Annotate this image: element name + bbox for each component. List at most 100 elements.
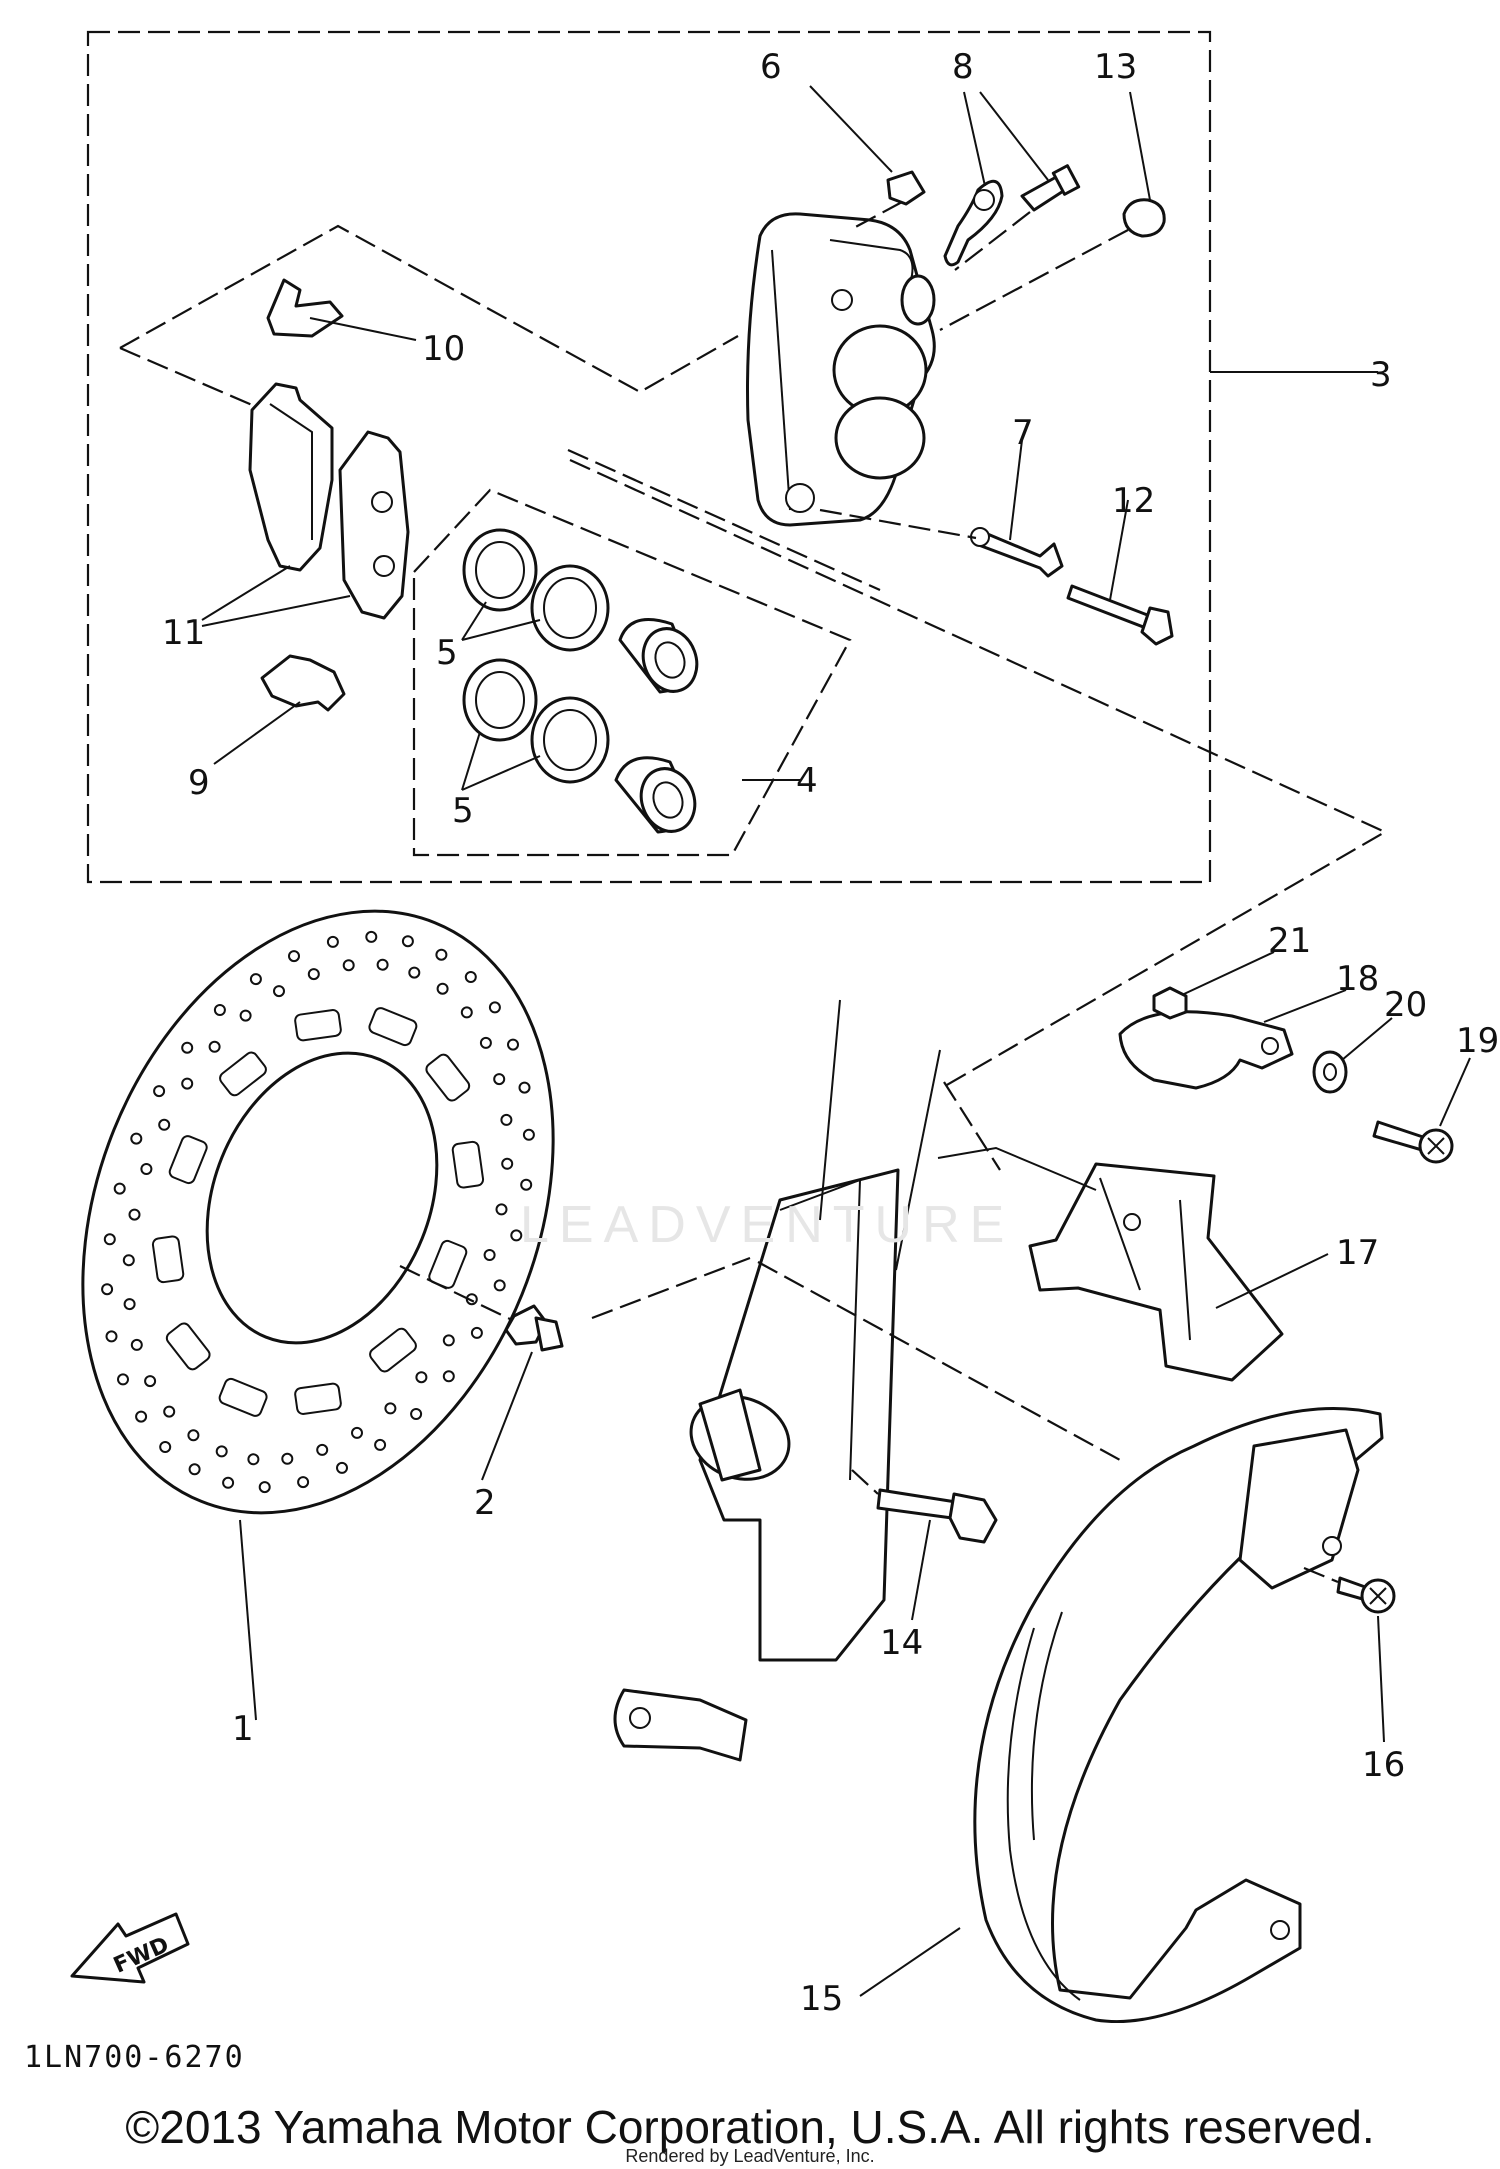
- axle-bolt: [876, 1488, 998, 1544]
- cover-screw: [1336, 1576, 1396, 1614]
- leader-9: [213, 701, 301, 765]
- caliper-fork-guide: [569, 458, 1388, 1087]
- clamp-washer: [1312, 1050, 1348, 1094]
- callout-12: 12: [1112, 481, 1155, 521]
- leader-12: [1109, 499, 1129, 601]
- leader-5b-1: [461, 731, 481, 791]
- brake-pad-right: [338, 430, 410, 620]
- disc-vent-hole: [501, 1157, 514, 1170]
- leader-14: [911, 1519, 931, 1621]
- guide-17: [937, 1146, 1097, 1191]
- disc-vent-hole: [307, 968, 320, 981]
- disc-bolt: [504, 1304, 564, 1352]
- disc-vent-hole: [153, 1085, 166, 1098]
- disc-vent-hole: [507, 1038, 519, 1051]
- leader-5a-1: [461, 601, 487, 641]
- disc-vent-hole: [181, 1041, 194, 1054]
- caliper-body: [746, 212, 936, 527]
- guide-2: [399, 1265, 513, 1321]
- disc-vent-hole: [326, 935, 339, 948]
- fork-leg: [613, 1168, 900, 1762]
- disc-vent-hole: [408, 966, 421, 979]
- callout-6: 6: [760, 47, 782, 87]
- disc-vent-hole: [464, 971, 477, 983]
- caliper-bolt: [1066, 584, 1174, 646]
- disc-vent-hole: [273, 985, 285, 998]
- disc-vent-hole: [101, 1283, 114, 1296]
- disc-vent-hole: [281, 1452, 294, 1465]
- disc-vent-hole: [351, 1426, 363, 1439]
- disc-vent-hole: [493, 1073, 506, 1086]
- leader-18: [1263, 989, 1347, 1023]
- disc-vent-hole: [365, 930, 378, 943]
- disc-vent-hole: [460, 1006, 473, 1019]
- leader-5b-2: [461, 755, 541, 791]
- disc-vent-hole: [135, 1410, 148, 1423]
- callout-4: 4: [796, 761, 818, 801]
- leader-13: [1129, 91, 1151, 201]
- callout-11: 11: [162, 613, 205, 653]
- callout-15: 15: [800, 1979, 843, 2019]
- disc-vent-hole: [213, 1004, 226, 1016]
- disc-vent-hole: [442, 1334, 455, 1347]
- disc-vent-hole: [342, 959, 355, 972]
- disc-vent-hole: [130, 1132, 143, 1145]
- callout-5a: 5: [436, 633, 458, 673]
- callout-3: 3: [1370, 355, 1392, 395]
- leader-20: [1341, 1017, 1393, 1061]
- piston-seal-4: [530, 696, 610, 784]
- piston-seal-3: [462, 658, 538, 742]
- disc-vent-hole: [215, 1445, 228, 1458]
- clamp-nut: [1152, 986, 1188, 1020]
- disc-vent-hole: [163, 1405, 176, 1418]
- guide-disc-cover: [757, 1261, 1121, 1461]
- disc-vent-hole: [495, 1203, 508, 1216]
- bleed-screw: [886, 170, 926, 206]
- callout-13: 13: [1094, 47, 1137, 87]
- leader-11b: [201, 595, 351, 627]
- forward-arrow-icon: FWD: [70, 1912, 190, 1984]
- leader-17: [1215, 1253, 1329, 1309]
- disc-vent-hole: [187, 1429, 200, 1442]
- guide-13: [939, 229, 1129, 331]
- disc-lightening-slot: [369, 1327, 417, 1373]
- pad-pin-bolt: [1020, 164, 1081, 212]
- disc-vent-hole: [288, 950, 300, 963]
- disc-vent-hole: [249, 973, 262, 986]
- caliper-assembly-outline: [86, 30, 1212, 884]
- callout-5b: 5: [452, 791, 474, 831]
- piston-1: [618, 618, 699, 694]
- disc-vent-hole: [122, 1254, 135, 1267]
- disc-vent-hole: [222, 1476, 235, 1489]
- pad-shim-upper: [266, 278, 344, 338]
- disc-vent-hole: [103, 1233, 116, 1246]
- disc-vent-hole: [376, 958, 389, 971]
- drawing-code: 1LN700-6270: [24, 2040, 245, 2075]
- disc-lightening-slot: [165, 1322, 211, 1371]
- callout-8: 8: [952, 47, 974, 87]
- pad-pin-clip: [943, 179, 1004, 267]
- guide-7: [819, 508, 977, 540]
- disc-vent-hole: [374, 1438, 387, 1451]
- disc-vent-hole: [258, 1481, 271, 1494]
- disc-vent-hole: [316, 1443, 329, 1456]
- disc-lightening-slot: [294, 1382, 342, 1415]
- disc-vent-hole: [435, 948, 448, 961]
- disc-lightening-slot: [451, 1140, 485, 1189]
- callout-19: 19: [1456, 1021, 1499, 1061]
- disc-vent-hole: [113, 1182, 126, 1195]
- brake-pad-left: [248, 382, 334, 572]
- callout-7: 7: [1012, 413, 1034, 453]
- leader-15: [859, 1927, 961, 1997]
- piston-seal-1: [462, 528, 538, 612]
- guide-16: [1303, 1566, 1339, 1584]
- disc-vent-hole: [442, 1370, 455, 1383]
- callout-16: 16: [1362, 1745, 1405, 1785]
- disc-vent-hole: [144, 1375, 157, 1388]
- disc-lightening-slot: [218, 1377, 268, 1417]
- disc-vent-hole: [130, 1338, 143, 1351]
- disc-vent-hole: [128, 1208, 141, 1221]
- seal-kit-outline: [412, 488, 852, 857]
- pad-group-outline: [119, 224, 739, 394]
